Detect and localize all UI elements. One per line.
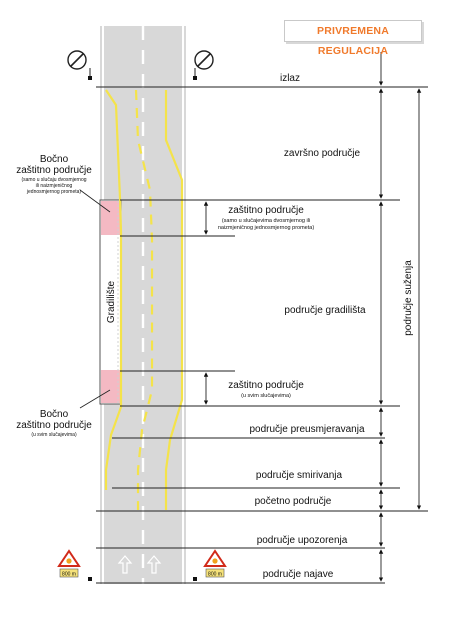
end-of-restriction-sign-right [193, 50, 214, 80]
worksite-label: Gradilište [106, 280, 117, 323]
label-bocno-top-2: zaštitno područje [16, 165, 92, 176]
label-zastitno-top: zaštitno područje [228, 205, 304, 216]
label-smirivanje: područje smirivanja [256, 470, 343, 481]
label-zastitno-top-note-2: naizmjeničnog jednosmjernog prometa) [218, 225, 314, 231]
diagram-title: PRIVREMENA REGULACIJA [284, 20, 422, 57]
yellow-edge-right [164, 90, 184, 510]
leader-bocno-bottom [79, 389, 111, 409]
label-bocno-bottom-2: zaštitno područje [16, 420, 92, 431]
dimension-arrows [203, 52, 422, 582]
label-izlaz: izlaz [280, 73, 300, 84]
yellow-centre-line [134, 89, 154, 510]
zone-boundaries [96, 86, 428, 584]
lane-arrow-left [117, 555, 133, 574]
end-of-restriction-sign-left [67, 50, 92, 80]
label-zastitno-top-note-1: (samo u slučajevima dvosmjernog ili [222, 218, 310, 224]
label-najava: područje najave [263, 569, 334, 580]
label-bocno-top-note-1: (samo u slučaju dvosmjernog [21, 177, 86, 183]
warning-distance-plate-left: 800 m [62, 572, 76, 578]
label-gradiliste-area: područje gradilišta [284, 305, 366, 316]
temporary-yellow-markings [104, 89, 184, 510]
label-zastitno-bottom-note: (u svim slučajevima) [241, 393, 291, 399]
label-zastitno-bottom: zaštitno područje [228, 380, 304, 391]
label-bocno-bottom-1: Bočno [40, 409, 69, 420]
label-preusmjeravanje: područje preusmjeravanja [249, 424, 365, 435]
yellow-edge-left [104, 89, 123, 490]
roadworks-warning-sign-left: 800 m [57, 549, 92, 581]
label-bocno-top-1: Bočno [40, 154, 69, 165]
label-suzenje: područje suženja [403, 260, 414, 336]
label-bocno-bottom-note: (u svim slučajevima) [31, 432, 77, 438]
label-bocno-top-note-3: jednosmjernog prometa) [26, 189, 82, 195]
warning-distance-plate-right: 800 m [208, 572, 222, 578]
lane-arrow-right [146, 555, 162, 574]
roadworks-warning-sign-right: 800 m [193, 549, 227, 581]
label-pocetno: početno područje [255, 496, 332, 507]
side-protection-zone-top [101, 201, 120, 235]
label-upozorenje: područje upozorenja [257, 535, 348, 546]
side-protection-zone-bottom [101, 370, 120, 403]
leader-bocno-top [79, 189, 111, 213]
label-bocno-top-note-2: ili naizmjeničnog [36, 183, 73, 189]
label-zavrsno: završno područje [284, 148, 361, 159]
